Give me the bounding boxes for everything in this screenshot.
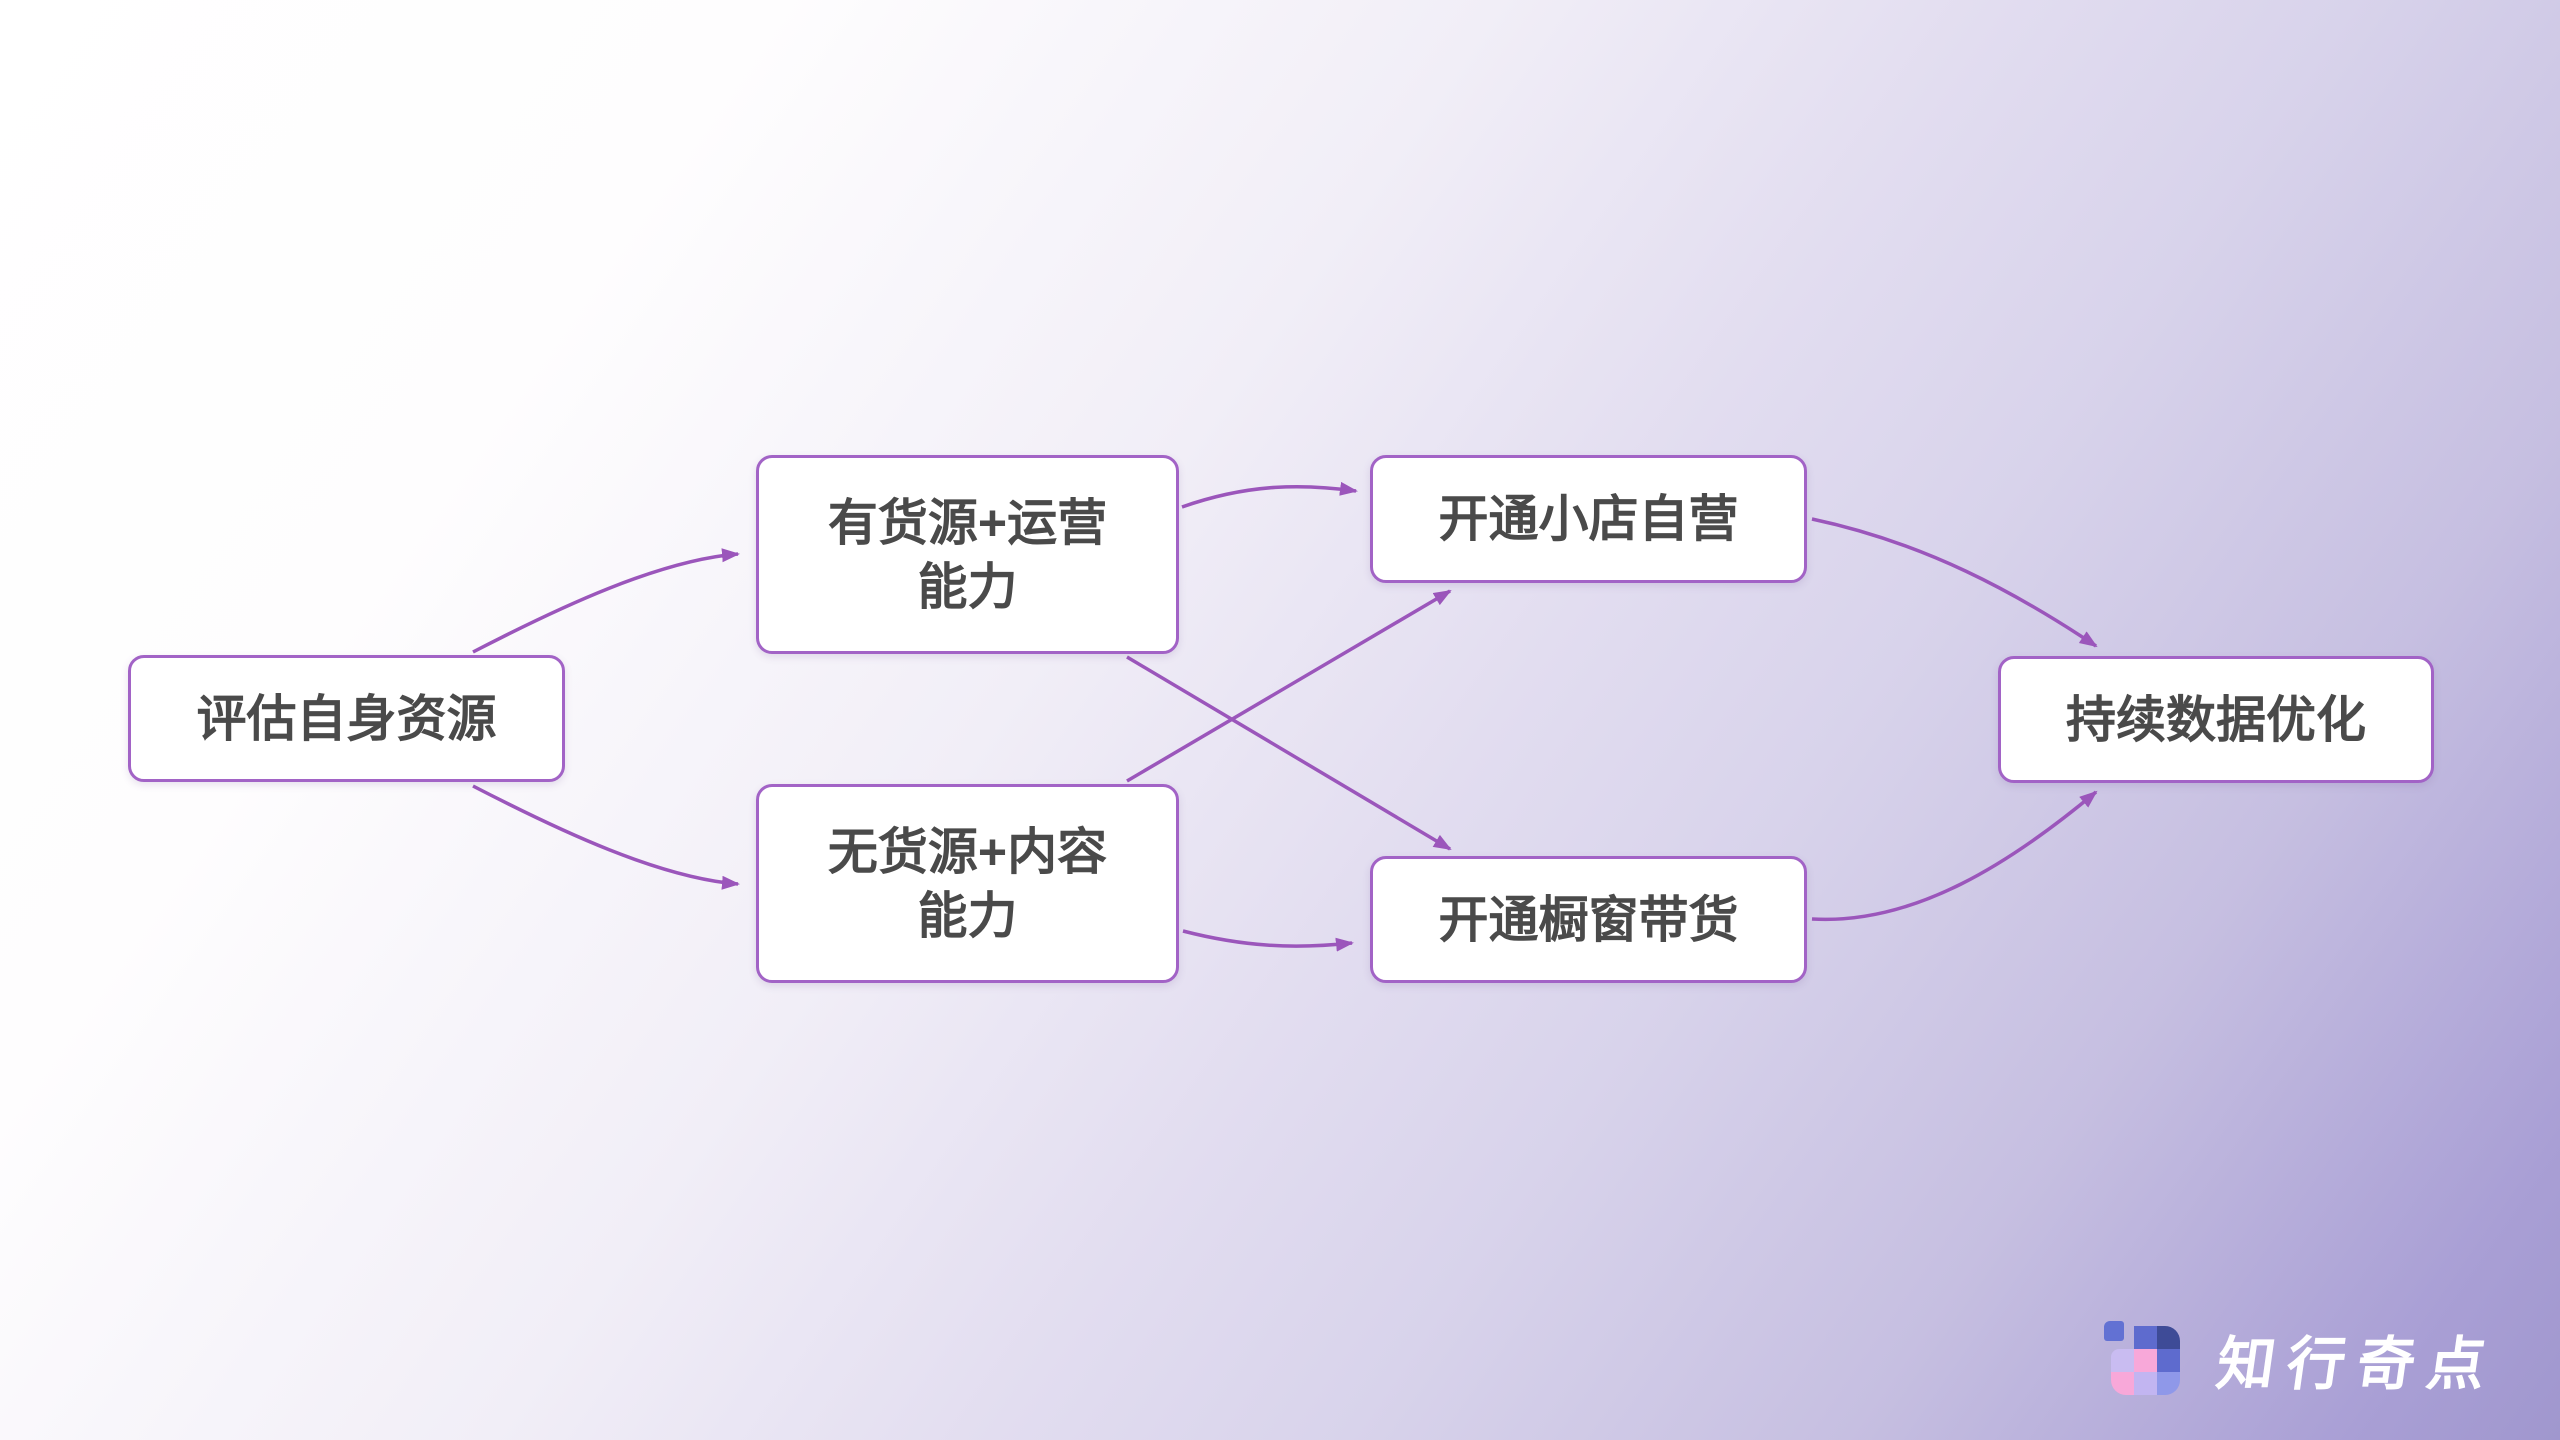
brand-name: 知行奇点: [2212, 1332, 2502, 1397]
edge-nosupply-to-shop: [1126, 589, 1452, 783]
edge-nosupply-to-window: [1182, 929, 1354, 952]
node-label: 评估自身资源: [196, 690, 497, 747]
brand-logo: 知行奇点: [2104, 1317, 2502, 1401]
grid-squares-icon: [2104, 1321, 2190, 1397]
flow-node-has-supply-operations: 有货源+运营 能力: [756, 455, 1179, 654]
node-label-line1: 无货源+内容: [827, 823, 1108, 880]
node-label-line2: 能力: [917, 558, 1018, 615]
edge-supply-to-shop: [1181, 481, 1358, 509]
edge-supply-to-window: [1126, 655, 1452, 851]
flow-node-assess-resources: 评估自身资源: [128, 655, 565, 782]
node-label: 开通橱窗带货: [1438, 891, 1739, 948]
node-label: 持续数据优化: [2066, 691, 2366, 748]
node-label: 开通小店自营: [1438, 491, 1739, 547]
flow-node-no-supply-content: 无货源+内容 能力: [756, 784, 1179, 983]
flow-node-data-optimization: 持续数据优化: [1998, 656, 2434, 783]
node-label-line1: 有货源+运营: [827, 494, 1108, 551]
flow-node-open-shop: 开通小店自营: [1370, 455, 1807, 583]
edge-window-to-optimize: [1811, 790, 2098, 922]
flow-node-open-showcase: 开通橱窗带货: [1370, 856, 1807, 983]
edge-shop-to-optimize: [1811, 517, 2098, 648]
edge-assess-to-supply: [472, 548, 740, 654]
node-label-line2: 能力: [917, 887, 1018, 944]
edge-assess-to-nosupply: [472, 784, 740, 890]
